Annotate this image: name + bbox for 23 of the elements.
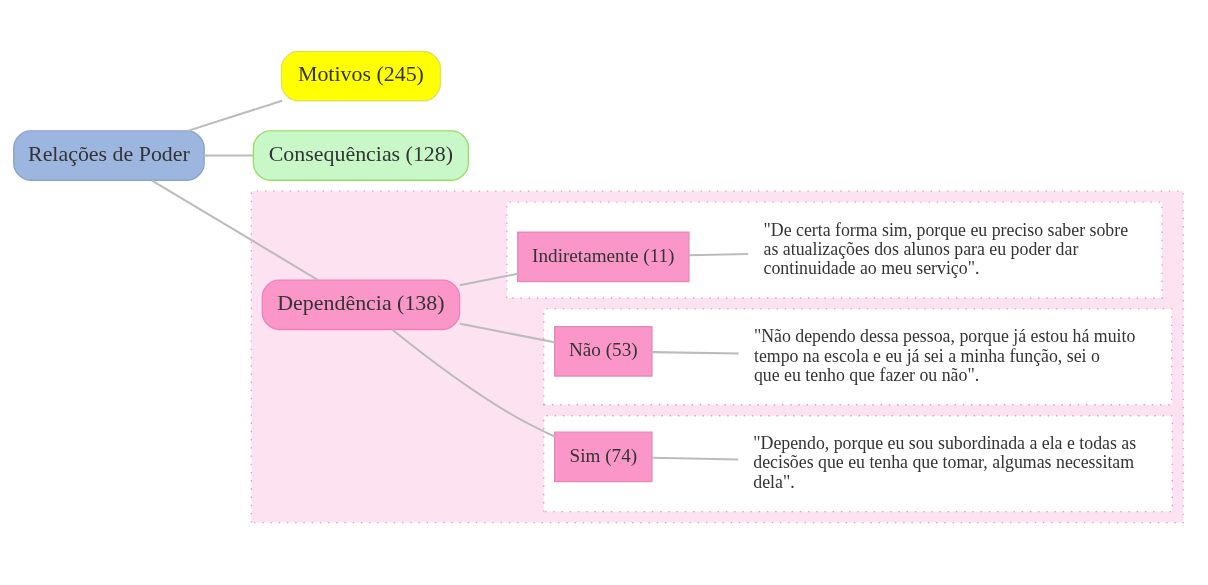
connector — [459, 272, 518, 287]
connector — [652, 351, 739, 355]
node-box: Não (53) — [554, 326, 653, 377]
node-box: Consequências (128) — [252, 130, 470, 181]
cluster — [543, 415, 1173, 513]
node-text: "Não dependo dessa pessoa, porque já estou há muito tempo na escola e eu já sei a minha função, sei o que eu tenho que fazer ou não". — [753, 326, 1136, 385]
connector — [187, 99, 283, 132]
cluster — [543, 308, 1173, 406]
node-box: Indiretamente (11) — [517, 231, 690, 283]
connector — [151, 179, 319, 281]
node-box: Relações de Poder — [13, 130, 205, 181]
node-box: Sim (74) — [554, 431, 653, 483]
node-box: Motivos (245) — [280, 50, 442, 102]
node-text: "Dependo, porque eu sou subordinada a ela e todas as decisões que eu tenha que tomar, algumas necessitam dela". — [753, 433, 1137, 492]
connector — [689, 253, 749, 257]
cluster — [250, 190, 1184, 524]
node-text: "De certa forma sim, porque eu preciso saber sobre as atualizações dos alunos para eu poder dar continuidade ao meu serviço". — [763, 219, 1129, 278]
cluster — [506, 201, 1163, 299]
connector — [204, 154, 254, 157]
node-box: Dependência (138) — [261, 279, 461, 331]
connector — [459, 322, 555, 344]
connector — [652, 456, 739, 461]
connector — [391, 328, 555, 438]
